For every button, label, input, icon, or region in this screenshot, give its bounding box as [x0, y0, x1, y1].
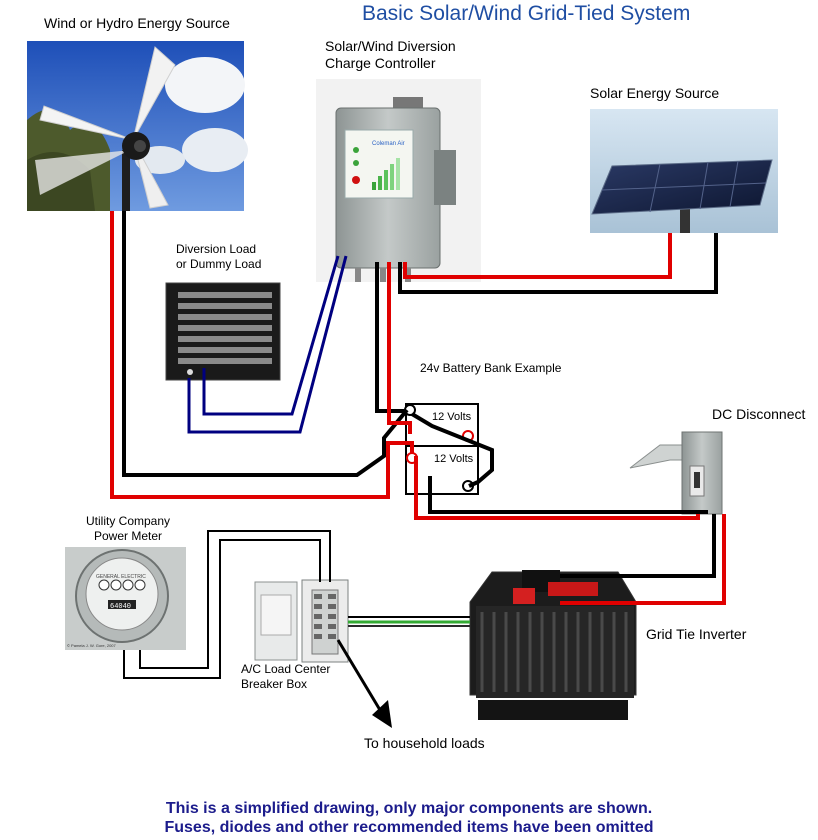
wire-diversion-2 — [202, 255, 340, 416]
wire-solar-negative — [398, 233, 718, 294]
battery-bank-label: 24v Battery Bank Example — [420, 361, 562, 375]
wind-source-label: Wind or Hydro Energy Source — [44, 15, 230, 31]
footnote-line2: Fuses, diodes and other recommended item… — [164, 819, 654, 836]
household-arrow — [336, 639, 392, 728]
dc-disconnect-label: DC Disconnect — [712, 406, 806, 422]
diagram-title: Basic Solar/Wind Grid-Tied System — [362, 2, 691, 25]
wire-disconnect-to-inverter-positive — [560, 514, 726, 605]
wire-wind-negative — [122, 211, 409, 477]
wire-battery-to-disconnect-negative — [428, 476, 708, 514]
wire-controller-negative — [375, 262, 404, 413]
wire-wind-positive — [110, 211, 414, 499]
household-loads-label: To household loads — [364, 735, 485, 751]
diversion-label-line1: Diversion Load — [176, 242, 257, 256]
load-center-image — [254, 579, 349, 663]
wire-solar-positive — [403, 233, 672, 279]
diversion-load-image — [165, 282, 281, 381]
wire-meter-line-2 — [123, 539, 321, 679]
wire-battery-to-disconnect-positive — [414, 456, 700, 520]
load-center-label-line2: Breaker Box — [241, 677, 308, 691]
solar-source-label: Solar Energy Source — [590, 85, 720, 101]
inverter-label: Grid Tie Inverter — [646, 626, 747, 642]
footnote-line1: This is a simplified drawing, only major… — [165, 800, 653, 817]
wire-controller-positive — [387, 262, 412, 434]
controller-label-line2: Charge Controller — [325, 55, 436, 71]
meter-reading: 64040 — [110, 603, 131, 611]
utility-meter-image: 64040 GENERAL ELECTRIC © Pamela J. W. Go… — [65, 547, 186, 650]
wire-disconnect-to-inverter-negative — [560, 514, 716, 578]
diversion-label-line2: or Dummy Load — [176, 257, 262, 271]
wire-diversion-1 — [187, 255, 348, 434]
meter-brand-text: GENERAL ELECTRIC — [96, 574, 146, 580]
wire-meter-line-1 — [139, 530, 331, 669]
battery-top-label: 12 Volts — [432, 411, 472, 423]
wind-turbine-image — [27, 41, 248, 211]
battery-bottom-label: 12 Volts — [434, 453, 474, 465]
meter-label-line2: Power Meter — [94, 529, 163, 543]
inverter-image — [469, 570, 637, 720]
wire-battery-series — [410, 412, 494, 488]
meter-label-line1: Utility Company — [86, 514, 171, 528]
charge-controller-image: Coleman Air — [316, 79, 481, 282]
controller-brand-text: Coleman Air — [372, 141, 405, 147]
solar-panel-image — [590, 109, 778, 233]
load-center-label-line1: A/C Load Center — [241, 662, 331, 676]
dc-disconnect-image — [629, 431, 723, 515]
controller-label-line1: Solar/Wind Diversion — [325, 38, 456, 54]
meter-copyright-text: © Pamela J. W. Gore, 2007 — [67, 643, 117, 648]
